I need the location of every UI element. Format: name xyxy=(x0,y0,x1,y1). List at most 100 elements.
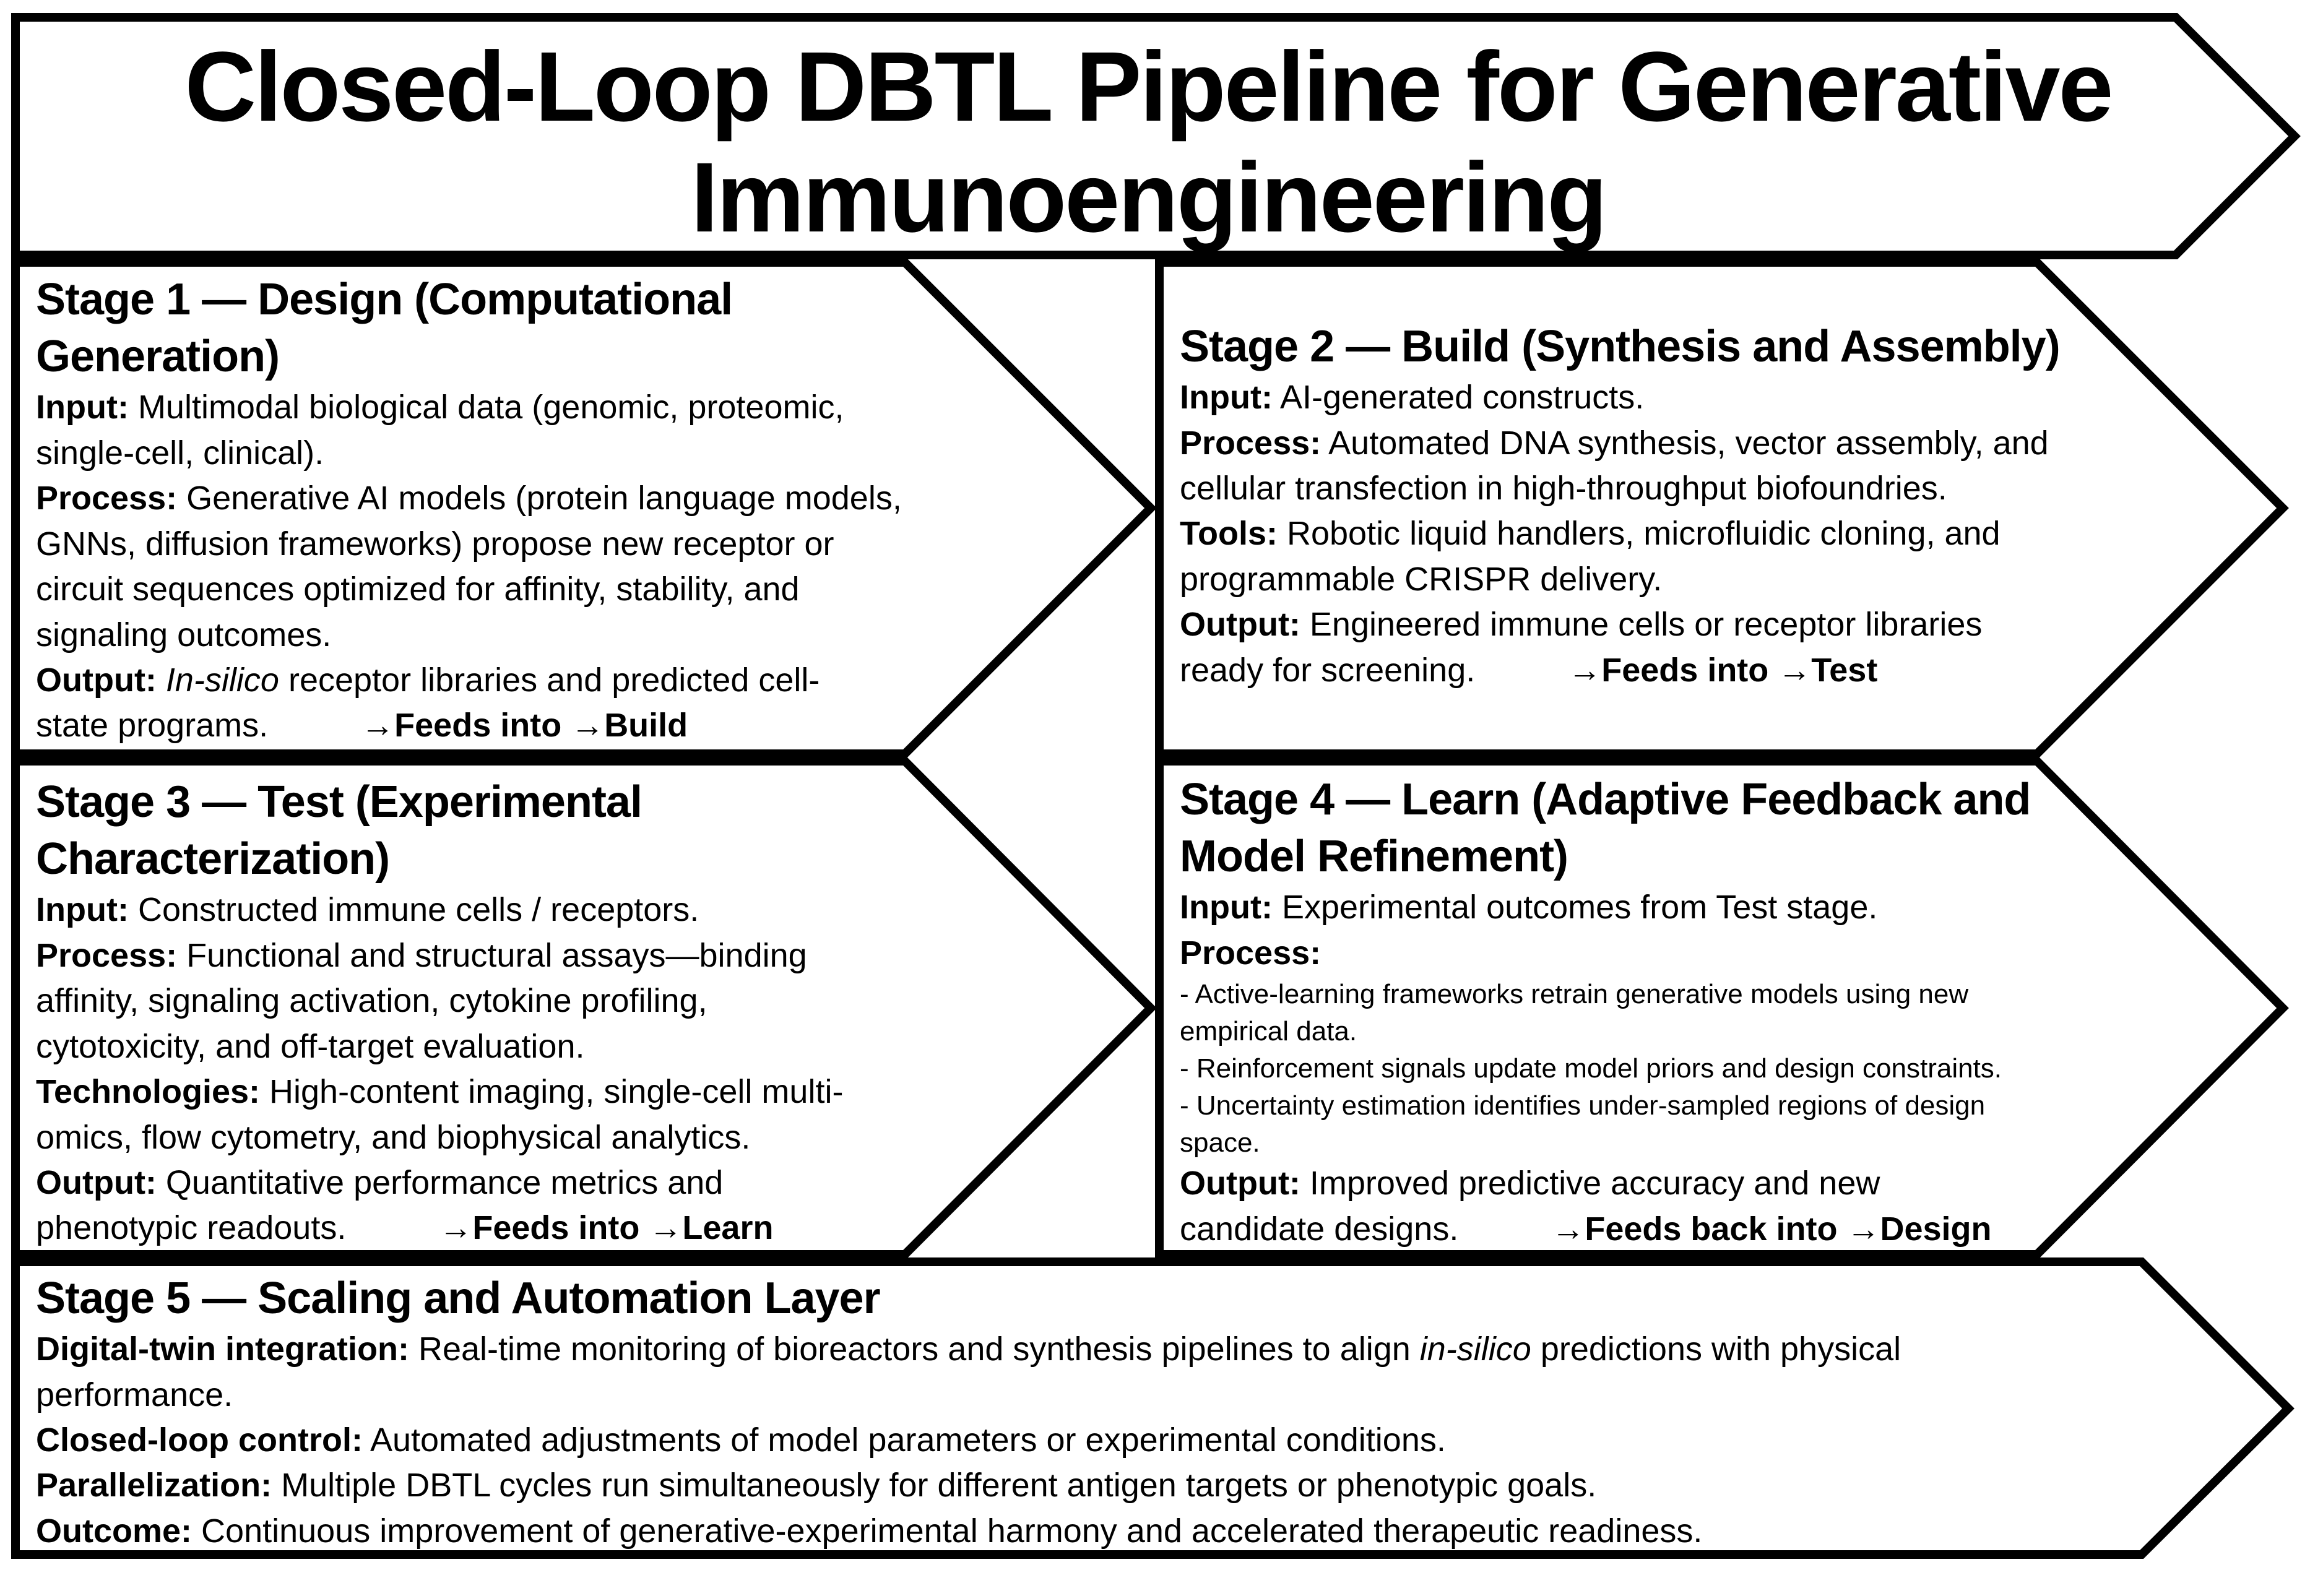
stage-paragraph: Process: Automated DNA synthesis, vector… xyxy=(1180,421,2269,512)
text-run: In-silico xyxy=(165,661,279,699)
stage-1-paragraphs: Input: Multimodal biological data (genom… xyxy=(36,385,1113,749)
stage-3-heading: Stage 3 — Test (Experimental Characteriz… xyxy=(36,777,642,884)
title-banner-arrow-shape xyxy=(11,13,2301,259)
text-run: Feeds into xyxy=(1601,651,1778,689)
stage-4-heading: Stage 4 — Learn (Adaptive Feedback and M… xyxy=(1180,775,2031,882)
text-run: Design xyxy=(1880,1210,1992,1248)
stage-1-arrow-shape xyxy=(11,258,1157,758)
text-run: Closed-loop control: xyxy=(36,1421,363,1459)
text-run: → xyxy=(649,1209,683,1247)
text-run: Constructed immune cells / receptors. xyxy=(128,891,699,929)
text-run: Build xyxy=(604,707,688,744)
stage-4-paragraphs: Input: Experimental outcomes from Test s… xyxy=(1180,885,2269,1252)
text-run: - Reinforcement signals update model pri… xyxy=(1180,1053,2002,1084)
text-run: Input: xyxy=(1180,889,1273,926)
stage-2-heading: Stage 2 — Build (Synthesis and Assembly) xyxy=(1180,322,2061,371)
stage-paragraph: Output: In-silico receptor libraries and… xyxy=(36,658,1113,749)
stage-paragraph: - Uncertainty estimation identifies unde… xyxy=(1180,1087,2269,1162)
text-run: Technologies: xyxy=(36,1073,261,1111)
stage-paragraph: Process: Generative AI models (protein l… xyxy=(36,476,1113,658)
stage-2-panel: Stage 2 — Build (Synthesis and Assembly)… xyxy=(1180,318,2269,693)
text-run: → xyxy=(571,707,605,744)
text-run: Functional and structural assays—binding… xyxy=(36,936,807,1065)
text-run: Input: xyxy=(36,891,129,929)
stage-paragraph: Parallelization: Multiple DBTL cycles ru… xyxy=(36,1463,2252,1508)
text-run: in-silico xyxy=(1419,1331,1531,1368)
text-run: predictions with physical performance. xyxy=(36,1331,1901,1413)
text-run: Multimodal biological data (genomic, pro… xyxy=(36,389,844,472)
feeds-into-arrow: → xyxy=(1568,651,1602,689)
text-run: Process: xyxy=(36,936,178,974)
stage-paragraph: Input: Experimental outcomes from Test s… xyxy=(1180,885,2269,930)
text-run: - Uncertainty estimation identifies unde… xyxy=(1180,1090,1986,1158)
text-run: Tools: xyxy=(1180,515,1278,553)
stage-5-paragraphs: Digital-twin integration: Real-time moni… xyxy=(36,1327,2252,1554)
text-run: Real-time monitoring of bioreactors and … xyxy=(409,1331,1420,1368)
stage-1-heading: Stage 1 — Design (Computational Generati… xyxy=(36,275,733,382)
stage-paragraph: Outcome: Continuous improvement of gener… xyxy=(36,1509,2252,1554)
text-run: Engineered immune cells or receptor libr… xyxy=(1180,606,1983,689)
stage-4-arrow-shape xyxy=(1155,757,2289,1259)
stage-3-paragraphs: Input: Constructed immune cells / recept… xyxy=(36,887,1113,1251)
text-run: Input: xyxy=(1180,379,1273,416)
stage-paragraph: Technologies: High-content imaging, sing… xyxy=(36,1069,1113,1160)
text-run: Output: xyxy=(1180,606,1300,644)
stage-2-paragraphs: Input: AI-generated constructs.Process: … xyxy=(1180,375,2269,693)
feeds-into-arrow: → xyxy=(361,707,395,744)
text-run: AI-generated constructs. xyxy=(1272,379,1645,416)
text-run: Improved predictive accuracy and new can… xyxy=(1180,1165,1880,1248)
text-run: Generative AI models (protein language m… xyxy=(36,480,902,653)
stage-paragraph: - Reinforcement signals update model pri… xyxy=(1180,1050,2269,1087)
stage-2-arrow-shape xyxy=(1155,258,2289,758)
text-run: High-content imaging, single-cell multi-… xyxy=(36,1073,844,1156)
diagram-title: Closed-Loop DBTL Pipeline for Generative… xyxy=(184,31,2113,253)
stage-1-panel: Stage 1 — Design (Computational Generati… xyxy=(36,271,1113,749)
stage-5-panel: Stage 5 — Scaling and Automation Layer D… xyxy=(36,1270,2252,1554)
text-run: Feeds back into xyxy=(1585,1210,1847,1248)
text-run: Process: xyxy=(1180,934,1322,972)
text-run: Output: xyxy=(36,661,157,699)
text-run: → xyxy=(1778,651,1812,689)
text-run: Test xyxy=(1811,651,1878,689)
stage-5-heading: Stage 5 — Scaling and Automation Layer xyxy=(36,1274,881,1323)
text-run: Digital-twin integration: xyxy=(36,1331,409,1368)
text-run: - Active-learning frameworks retrain gen… xyxy=(1180,979,1969,1047)
text-run: Process: xyxy=(1180,424,1322,462)
stage-paragraph: Output: Quantitative performance metrics… xyxy=(36,1160,1113,1251)
text-run: receptor libraries and predicted cell- s… xyxy=(36,661,820,744)
stage-paragraph: Digital-twin integration: Real-time moni… xyxy=(36,1327,2252,1418)
feeds-into-arrow: → xyxy=(1551,1210,1585,1248)
text-run: Quantitative performance metrics and phe… xyxy=(36,1163,724,1247)
stage-paragraph: Output: Improved predictive accuracy and… xyxy=(1180,1161,2269,1252)
stage-paragraph: Input: Multimodal biological data (genom… xyxy=(36,385,1113,476)
text-run: Output: xyxy=(36,1163,157,1201)
text-run: Output: xyxy=(1180,1165,1300,1202)
text-run: Robotic liquid handlers, microfluidic cl… xyxy=(1180,515,2001,598)
stage-paragraph: Output: Engineered immune cells or recep… xyxy=(1180,602,2269,693)
text-run: Feeds into xyxy=(394,707,571,744)
feeds-into-arrow: → xyxy=(439,1209,473,1247)
stage-5-arrow-shape xyxy=(11,1257,2295,1559)
text-run: Outcome: xyxy=(36,1512,193,1550)
stage-paragraph: Input: Constructed immune cells / recept… xyxy=(36,887,1113,933)
stage-3-panel: Stage 3 — Test (Experimental Characteriz… xyxy=(36,774,1113,1251)
text-run: Experimental outcomes from Test stage. xyxy=(1272,889,1878,926)
stage-paragraph: Input: AI-generated constructs. xyxy=(1180,375,2269,420)
text-run: Parallelization: xyxy=(36,1467,272,1504)
text-run xyxy=(157,662,166,699)
text-run: Feeds into xyxy=(472,1209,649,1247)
text-run: Continuous improvement of generative-exp… xyxy=(192,1512,1703,1550)
stage-paragraph: Process: Functional and structural assay… xyxy=(36,933,1113,1069)
text-run: Input: xyxy=(36,389,129,426)
stage-3-arrow-shape xyxy=(11,757,1157,1259)
stage-paragraph: - Active-learning frameworks retrain gen… xyxy=(1180,976,2269,1050)
stage-paragraph: Closed-loop control: Automated adjustmen… xyxy=(36,1418,2252,1463)
stage-paragraph: Tools: Robotic liquid handlers, microflu… xyxy=(1180,511,2269,602)
text-run: Multiple DBTL cycles run simultaneously … xyxy=(272,1467,1597,1504)
text-run: Learn xyxy=(682,1209,774,1247)
text-run: Automated DNA synthesis, vector assembly… xyxy=(1180,424,2049,507)
text-run: Process: xyxy=(36,480,178,517)
stage-4-panel: Stage 4 — Learn (Adaptive Feedback and M… xyxy=(1180,771,2269,1252)
